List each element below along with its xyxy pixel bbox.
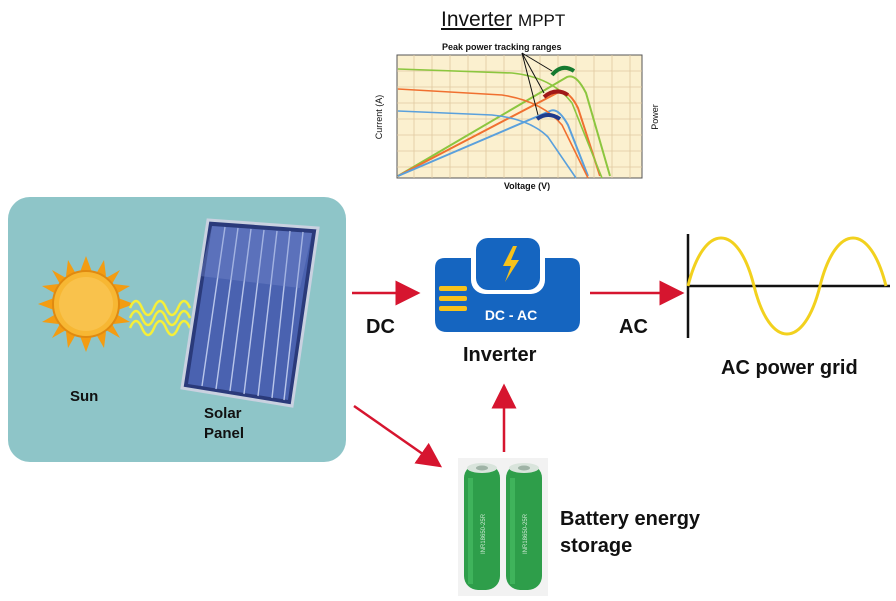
pointer-arrows xyxy=(521,52,553,116)
solar-panel-label-line1: Solar xyxy=(204,405,242,422)
plot-area xyxy=(396,54,643,179)
mppt-title-suffix: MPPT xyxy=(518,11,566,30)
lightning-bolt-icon xyxy=(503,246,519,282)
battery-label-line2: storage xyxy=(560,535,633,557)
mppt-chart: Peak power tracking ranges Voltage (V) C… xyxy=(362,33,692,193)
ac-grid-label: AC power grid xyxy=(721,357,858,379)
ac-label: AC xyxy=(619,316,648,338)
sun-icon xyxy=(38,256,134,352)
chart-title: Peak power tracking ranges xyxy=(442,42,562,52)
inverter-icon: DC - AC xyxy=(425,228,588,340)
mppt-range-red xyxy=(542,89,570,99)
battery-label-line1: Battery energy xyxy=(560,508,701,530)
battery-cell-icon: INR18650-25R INR18650-25R xyxy=(458,458,548,596)
svg-text:INR18650-25R: INR18650-25R xyxy=(481,513,487,554)
iv-curve-green-light xyxy=(397,68,603,179)
mppt-range-navy xyxy=(535,113,562,121)
solar-panel-label: Solar Panel xyxy=(204,404,244,444)
dc-label: DC xyxy=(366,316,395,338)
sun-label: Sun xyxy=(70,388,99,405)
x-axis-label: Voltage (V) xyxy=(504,181,550,191)
power-curve-blue-light xyxy=(397,109,589,177)
y2-axis-label: Power xyxy=(650,104,660,130)
solar-panel-icon xyxy=(180,218,320,408)
mppt-range-green xyxy=(550,65,576,77)
chart-grid xyxy=(397,55,642,178)
light-wave-icon xyxy=(128,299,192,337)
mppt-title: Inverter MPPT xyxy=(441,8,565,32)
sine-wave-icon xyxy=(686,234,890,338)
inverter-label: Inverter xyxy=(463,344,537,366)
power-curve-green-light xyxy=(397,75,611,177)
mppt-title-inverter: Inverter xyxy=(441,8,513,31)
solar-panel-label-line2: Panel xyxy=(204,425,245,442)
iv-curve-orange xyxy=(397,88,589,179)
battery-charge-arrow xyxy=(353,404,443,468)
svg-text:INR18650-25R: INR18650-25R xyxy=(523,513,529,554)
inverter-icon-text: DC - AC xyxy=(485,307,537,323)
iv-curve-blue-light xyxy=(397,110,577,179)
battery-label: Battery energy storage xyxy=(560,506,700,560)
y-axis-label: Current (A) xyxy=(374,95,384,140)
